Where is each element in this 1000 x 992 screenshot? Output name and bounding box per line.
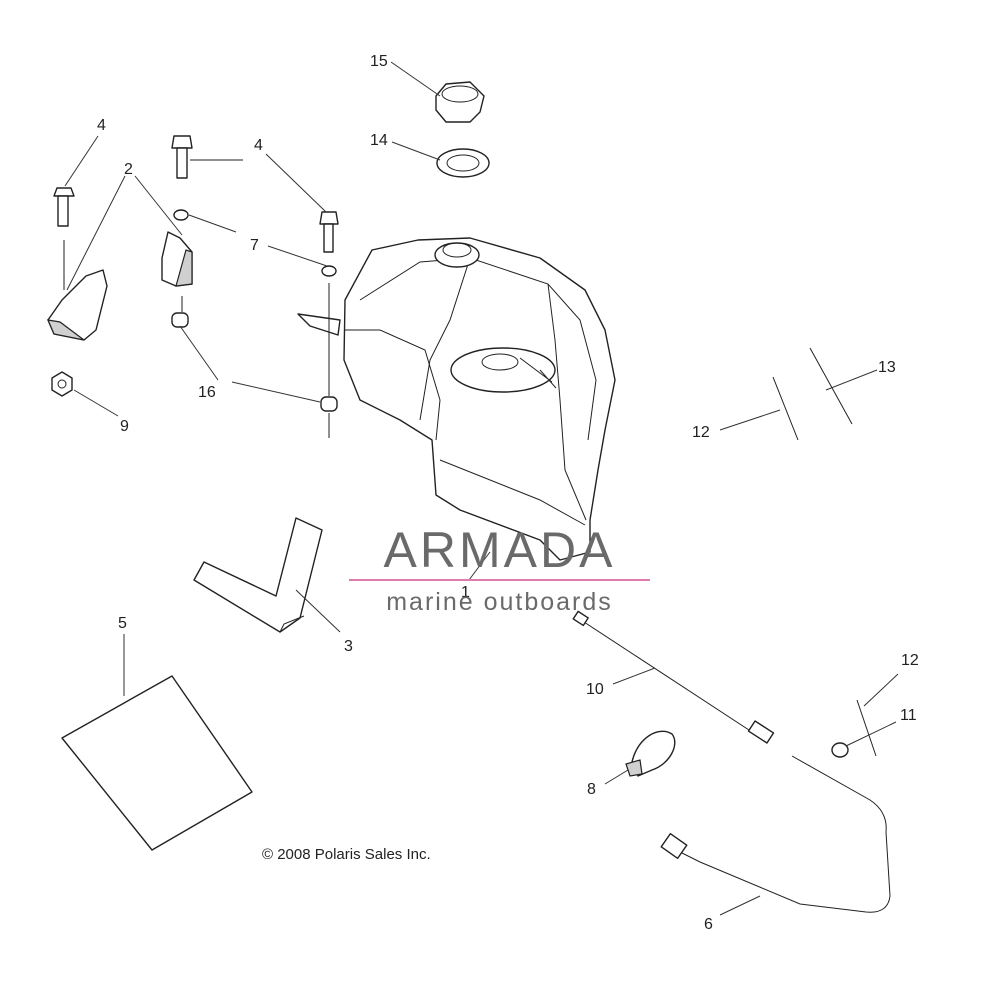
callout-16: 16 — [198, 384, 216, 401]
callout-11: 11 — [900, 707, 917, 724]
callout-10: 10 — [586, 681, 604, 698]
cable-tie-lower — [856, 699, 877, 757]
callout-15: 15 — [370, 53, 388, 70]
callout-8: 8 — [587, 781, 596, 798]
fuel-line-harness — [660, 755, 891, 913]
vent-hose — [572, 610, 775, 744]
washer-right — [321, 265, 337, 277]
bolt-left — [53, 187, 75, 290]
cable-tie-long — [809, 347, 853, 425]
callout-3: 3 — [344, 638, 353, 655]
leader-lines — [64, 61, 899, 916]
callout-12-lower: 12 — [901, 652, 919, 669]
callout-5: 5 — [118, 615, 127, 632]
grommet-right — [320, 283, 338, 438]
callout-13: 13 — [878, 359, 896, 376]
callout-14: 14 — [370, 132, 388, 149]
cable-tie-upper — [772, 376, 799, 441]
copyright-notice: © 2008 Polaris Sales Inc. — [262, 846, 431, 863]
tank-bracket-left — [47, 269, 108, 341]
callout-12-upper: 12 — [692, 424, 710, 441]
hose-clamp — [625, 730, 676, 777]
tank-bracket-right — [161, 231, 193, 287]
warning-decal — [61, 675, 253, 851]
bolt-upper — [171, 135, 243, 179]
hose-grommet — [831, 742, 849, 758]
washer-left — [173, 209, 189, 221]
callout-7: 7 — [250, 237, 259, 254]
grommet-left — [171, 296, 189, 328]
callout-4-left: 4 — [97, 117, 106, 134]
fuel-tank — [297, 237, 616, 561]
fuel-cap — [435, 81, 485, 123]
callout-4-right: 4 — [254, 137, 263, 154]
watermark-tagline: marine outboards — [386, 588, 613, 616]
callout-2: 2 — [124, 161, 133, 178]
cap-gasket — [436, 148, 490, 178]
callout-9: 9 — [120, 418, 129, 435]
hex-nut — [51, 371, 73, 397]
callout-6: 6 — [704, 916, 713, 933]
watermark-brand: ARMADA — [383, 522, 616, 578]
watermark-rule — [349, 579, 650, 581]
tank-pad — [193, 517, 323, 633]
bolt-right — [319, 211, 339, 253]
callout-1: 1 — [461, 584, 470, 601]
callout-labels: 1 2 3 4 4 5 6 7 8 9 10 11 12 12 13 14 15… — [97, 53, 919, 933]
